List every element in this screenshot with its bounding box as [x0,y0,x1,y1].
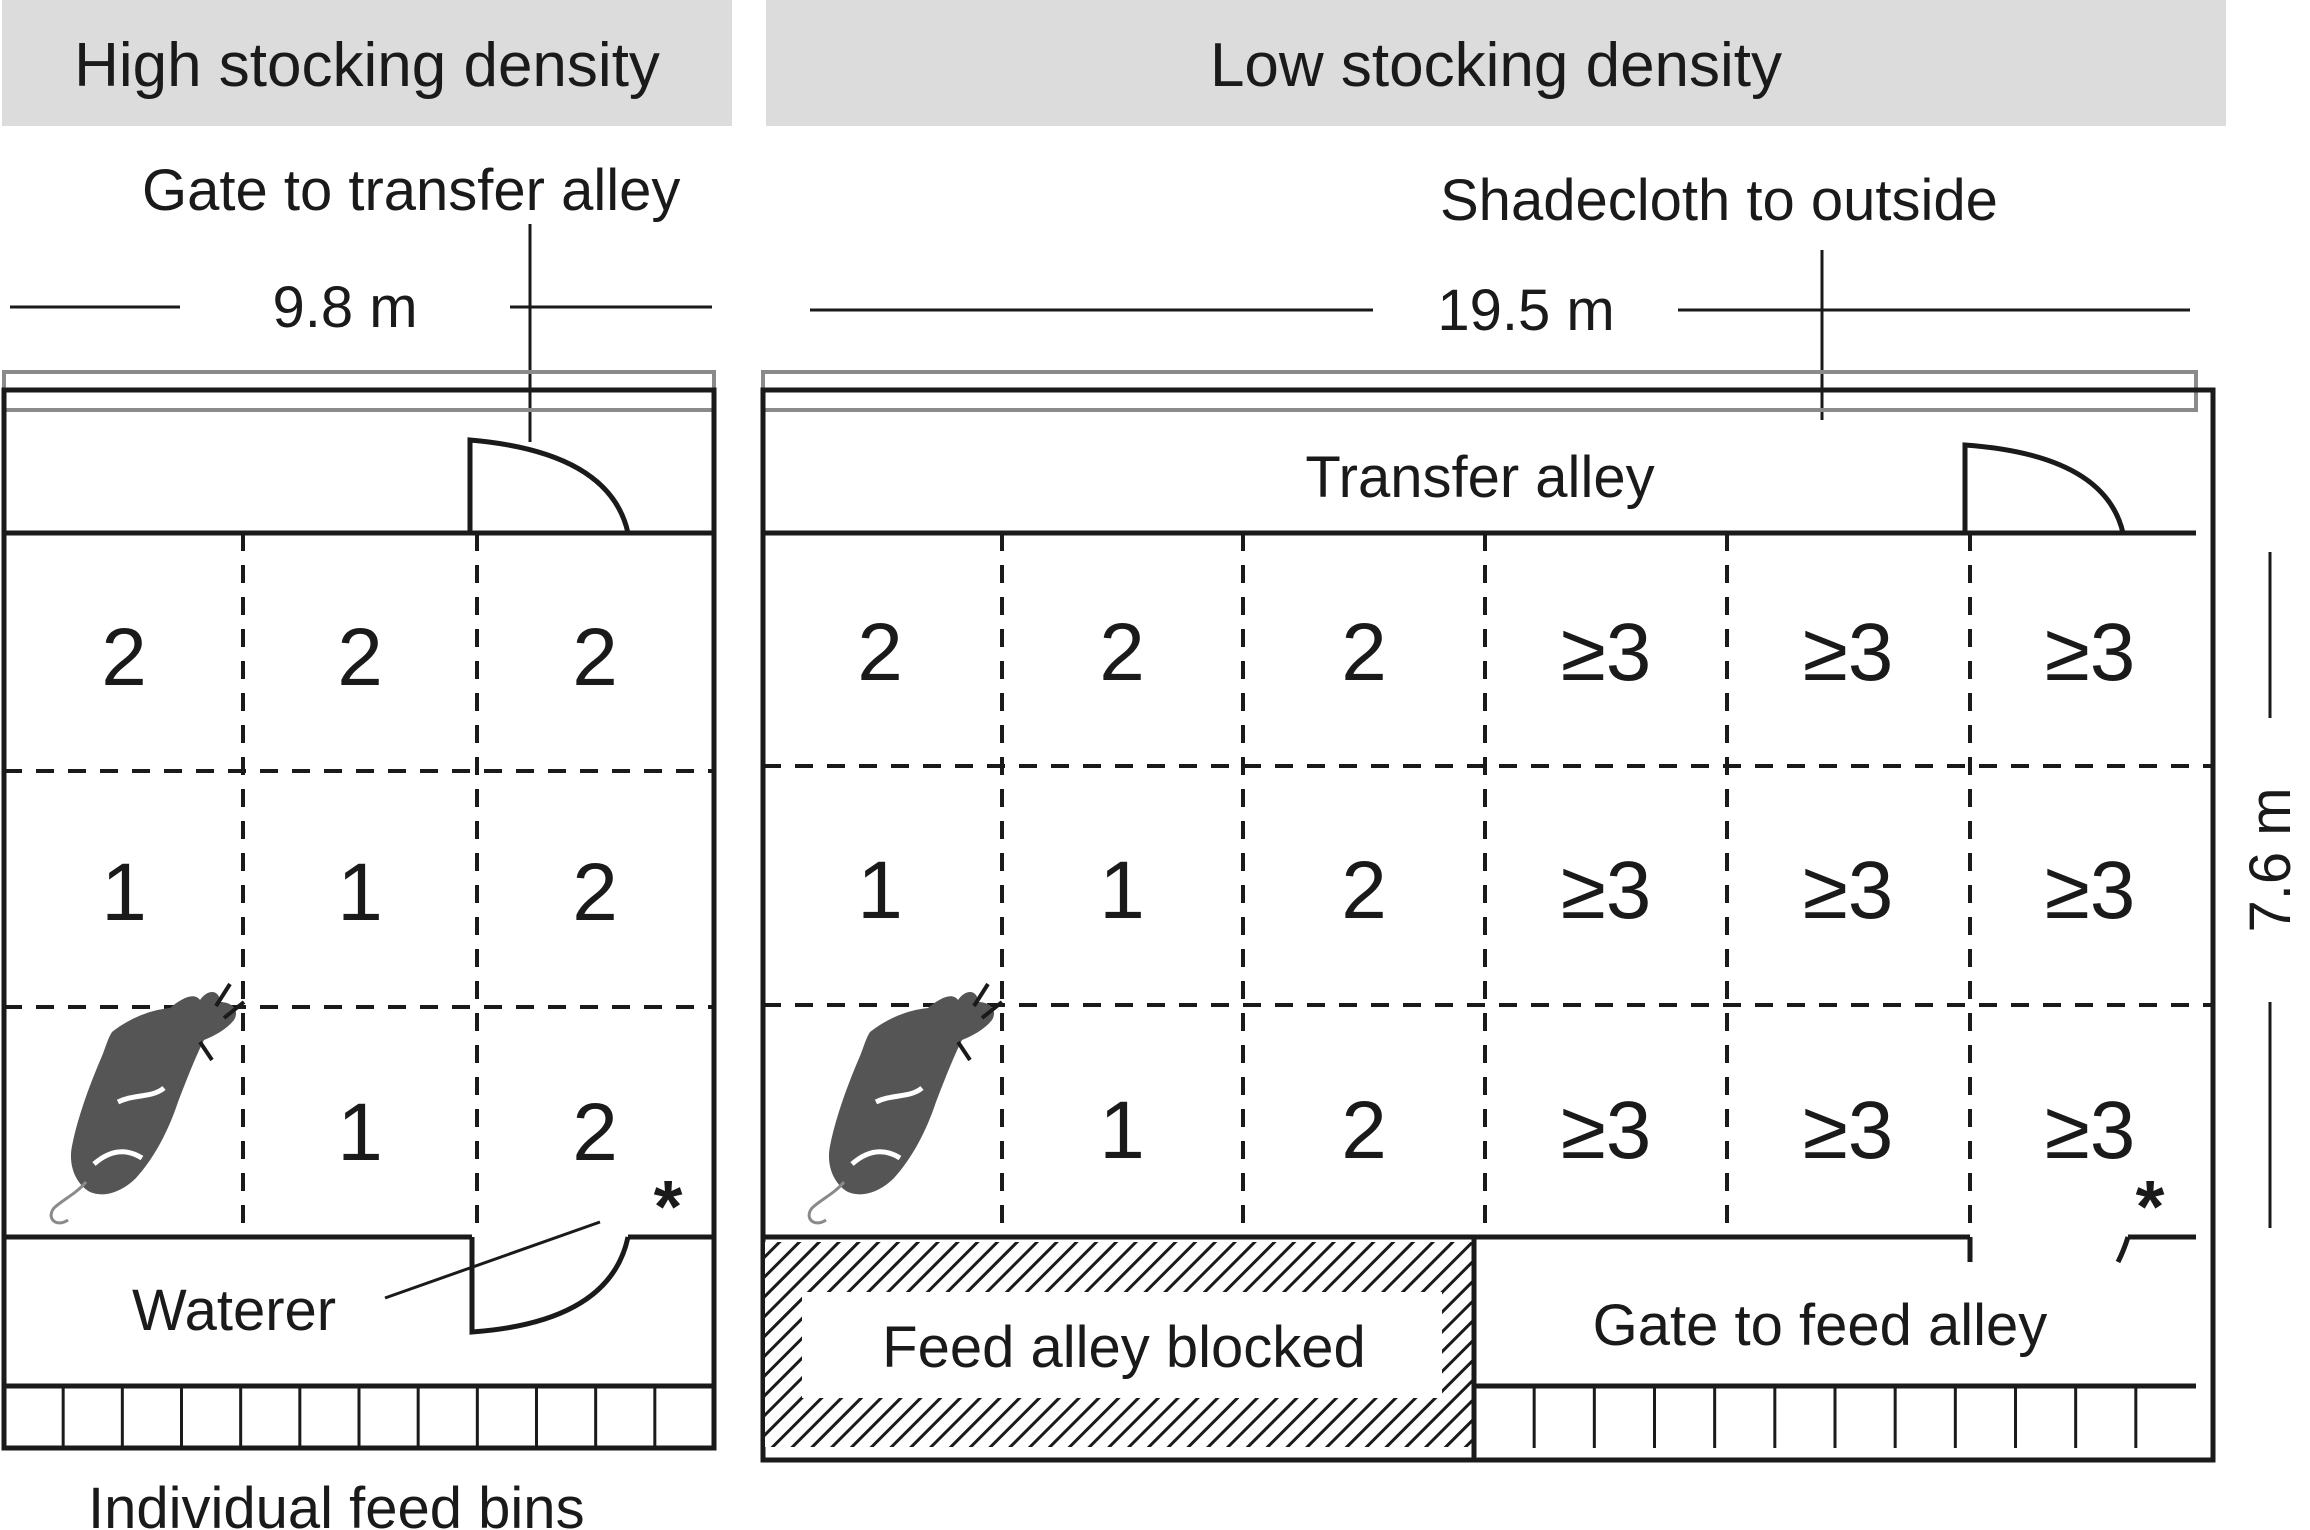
gate-transfer-low [1962,442,2126,534]
waterer-mark-low: * [2136,1165,2165,1248]
depth-label: 7.6 m [2238,787,2303,932]
high-cell-r1-c2: 2 [337,612,383,703]
low-cell-r1-c5: ≥3 [1803,607,1894,698]
feed-alley-blocked-box [802,1292,1442,1398]
label-feed-alley-blocked: Feed alley blocked [882,1315,1366,1380]
high-cell-r3-c2: 1 [337,1087,383,1178]
high-cell-r2-c3: 2 [572,847,618,938]
header-bar-low [766,0,2226,126]
label-shadecloth: Shadecloth to outside [1440,168,1998,233]
label-waterer: Waterer [132,1278,336,1343]
high-cell-r1-c1: 2 [101,612,147,703]
low-cell-r2-c4: ≥3 [1561,845,1652,936]
label-feed-bins: Individual feed bins [88,1476,585,1530]
low-cell-r1-c4: ≥3 [1561,607,1652,698]
feed-bins-high [61,1386,657,1448]
label-gate-feed: Gate to feed alley [1593,1293,2048,1358]
cells-low: 2 2 2 ≥3 ≥3 ≥3 1 1 2 ≥3 ≥3 ≥3 1 2 ≥3 ≥3 ≥3 [857,607,2135,1176]
low-cell-r3-c2: 1 [1099,1085,1145,1176]
cow-icon-high [51,984,244,1223]
label-transfer-alley: Transfer alley [1305,445,1654,510]
gate-feed-low [1967,1236,2131,1264]
header-high: High stocking density [74,31,660,100]
low-cell-r1-c6: ≥3 [2045,607,2136,698]
low-cell-r3-c3: 2 [1341,1085,1387,1176]
low-cell-r2-c2: 1 [1099,845,1145,936]
high-cell-r2-c2: 1 [337,847,383,938]
low-cell-r2-c3: 2 [1341,845,1387,936]
high-cell-r3-c3: 2 [572,1087,618,1178]
low-cell-r2-c5: ≥3 [1803,845,1894,936]
width-low-label: 19.5 m [1437,278,1614,343]
low-cell-r1-c1: 2 [857,607,903,698]
high-cell-r1-c3: 2 [572,612,618,703]
cow-icon-low [809,984,1002,1223]
feed-bins-low [1532,1386,2138,1448]
header-low: Low stocking density [1210,31,1782,100]
cells-high: 2 2 2 1 1 2 1 2 [101,612,618,1178]
low-cell-r2-c1: 1 [857,845,903,936]
pen-outline-low [760,387,2216,1463]
low-cell-r3-c4: ≥3 [1561,1085,1652,1176]
low-cell-r1-c3: 2 [1341,607,1387,698]
waterer-mark-high: * [654,1165,683,1248]
gate-feed-high [469,1236,631,1335]
low-cell-r2-c6: ≥3 [2045,845,2136,936]
leader-waterer [384,1220,601,1300]
low-cell-r1-c2: 2 [1099,607,1145,698]
header-bar-high [2,0,732,126]
width-high-label: 9.8 m [272,275,417,340]
gate-transfer-high [467,437,631,534]
label-gate-transfer: Gate to transfer alley [142,158,680,223]
low-cell-r3-c5: ≥3 [1803,1085,1894,1176]
low-cell-r3-c6: ≥3 [2045,1085,2136,1176]
high-cell-r2-c1: 1 [101,847,147,938]
